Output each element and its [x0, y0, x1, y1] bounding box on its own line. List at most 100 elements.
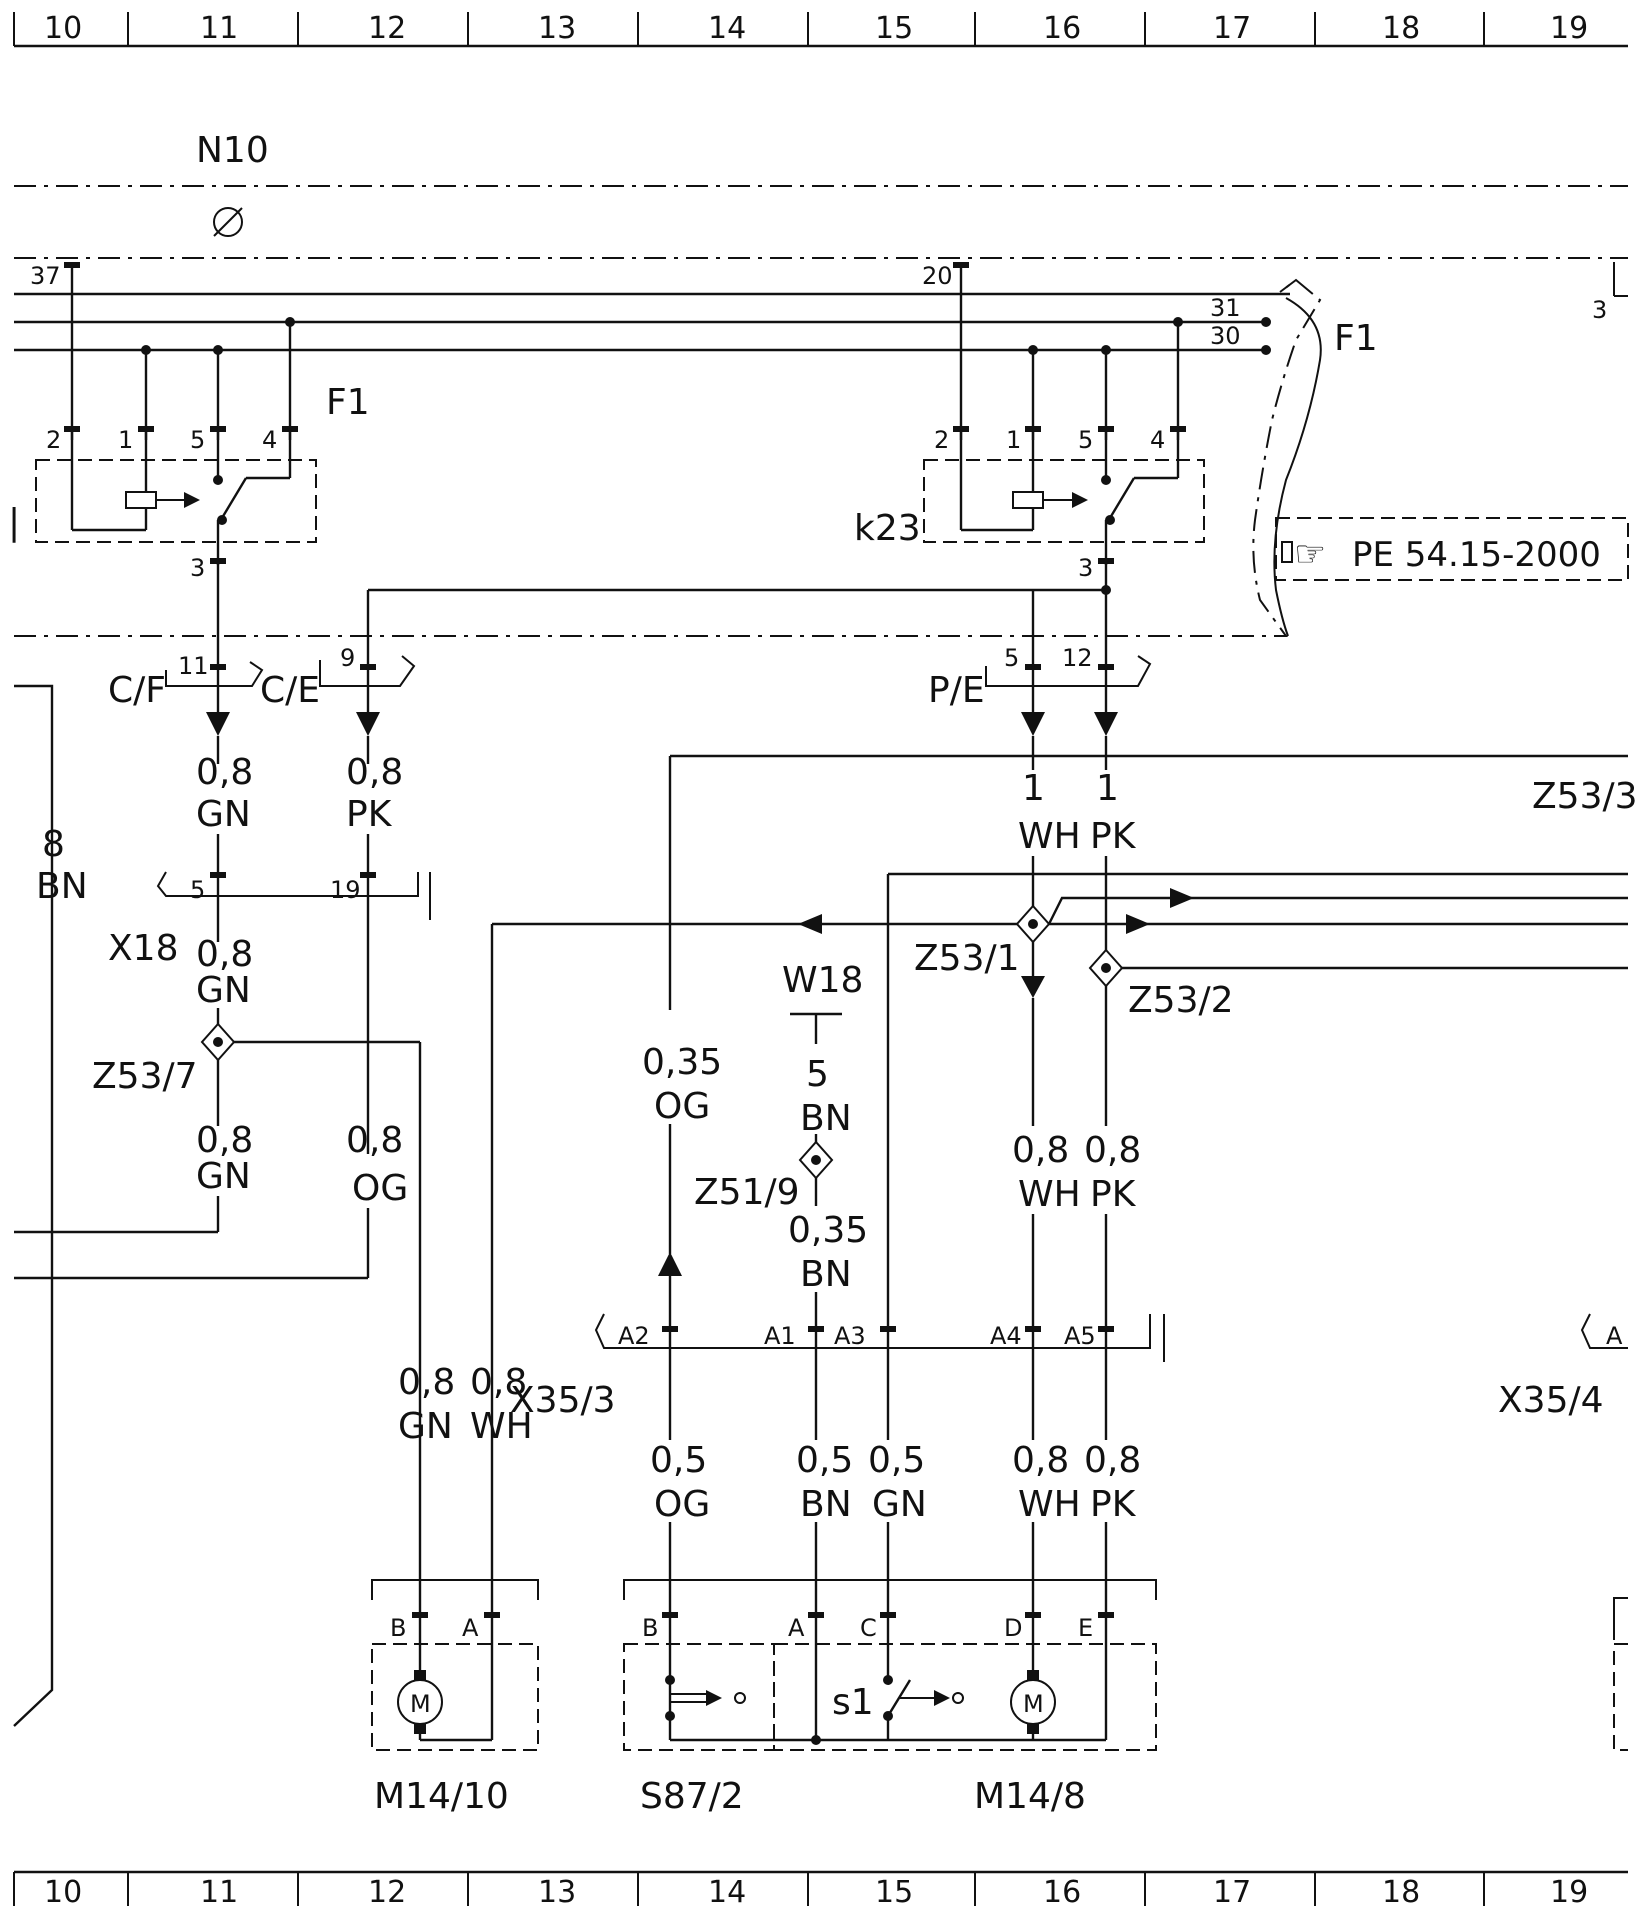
- connector-x35-3: A2 A1 A3 A4 A5 X35/3: [510, 1313, 1165, 1440]
- m14-10-pin-b: B: [390, 1614, 406, 1642]
- ruler-top-10: 10: [44, 11, 82, 46]
- connector-pe: 5 12 P/E: [928, 644, 1152, 736]
- ruler-bottom-19: 19: [1550, 1875, 1588, 1908]
- wire-label-wh-c-color: WH: [1018, 1484, 1081, 1525]
- switch-s1-actuator-icon: [952, 1692, 964, 1704]
- wire-label-wh-c-size: 0,8: [1012, 1440, 1069, 1481]
- bus-30-label: 30: [1210, 322, 1241, 350]
- pin-x35-4-a: A: [1606, 1322, 1623, 1350]
- wire-label-gn-b-size: 0,8: [196, 934, 253, 975]
- top-ruler: 10 11 12 13 14 15 16 17 18 19: [13, 11, 1628, 48]
- ruler-top-13: 13: [538, 11, 576, 46]
- ruler-top-11: 11: [200, 11, 238, 46]
- pin-x18-5: 5: [190, 876, 205, 904]
- wire-label-gn-d-size: 0,8: [398, 1362, 455, 1403]
- m14-10-pin-a: A: [462, 1614, 479, 1642]
- ruler-top-19: 19: [1550, 11, 1588, 46]
- relay-right-pin-1: 1: [1006, 426, 1021, 454]
- wire-label-pk-a-color: PK: [346, 794, 393, 835]
- s1-label: s1: [832, 1682, 874, 1723]
- splice-z53-3-label: Z53/3: [1532, 776, 1638, 817]
- k23-label: k23: [854, 508, 921, 549]
- splice-z53-2: Z53/2: [1088, 948, 1628, 1126]
- splice-z53-1-label: Z53/1: [914, 938, 1020, 979]
- pin-20: 20: [922, 262, 953, 290]
- pin-x35-a3: A3: [834, 1322, 866, 1350]
- m14-10-motor-symbol: M: [410, 1690, 431, 1718]
- pin-3-edge: 3: [1592, 296, 1607, 324]
- pointing-hand-icon: ☞: [1294, 534, 1326, 575]
- wire-label-bn-8-size: 8: [42, 824, 65, 865]
- pin-ce-9: 9: [340, 644, 355, 672]
- connector-cf-ce: 11 C/F 9 C/E: [108, 644, 416, 736]
- ce-label: C/E: [260, 670, 320, 711]
- bus-31-label: 31: [1210, 294, 1241, 322]
- relay-right-pin-4: 4: [1150, 426, 1165, 454]
- relay-right-pin-5: 5: [1078, 426, 1093, 454]
- wire-label-wh-b-size: 0,8: [470, 1362, 527, 1403]
- relay-left-pin-2: 2: [46, 426, 61, 454]
- splice-z53-1: Z53/1: [490, 872, 1628, 1602]
- wire-label-wh-a-size: 0,8: [1012, 1130, 1069, 1171]
- n10-label: N10: [196, 130, 269, 171]
- relay-k23-coil-icon: [1012, 491, 1044, 509]
- wire-label-bn-05-color: BN: [800, 1484, 852, 1525]
- ruler-bottom-15: 15: [875, 1875, 913, 1908]
- relay-coil-icon: [125, 491, 157, 509]
- wire-label-wh-a-color: WH: [1018, 1174, 1081, 1215]
- ruler-bottom-12: 12: [368, 1875, 406, 1908]
- pin-pe-12: 12: [1062, 644, 1093, 672]
- ruler-bottom-16: 16: [1043, 1875, 1081, 1908]
- wire-label-gn-a-size: 0,8: [196, 752, 253, 793]
- m14-8-label: M14/8: [974, 1776, 1086, 1817]
- m14-10-label: M14/10: [374, 1776, 509, 1817]
- relay-left-pin-1: 1: [118, 426, 133, 454]
- pin-x35-a4: A4: [990, 1322, 1022, 1350]
- relay-k23: 2 1 5 4 k23 3: [366, 426, 1205, 650]
- reference-book-icon: [1281, 541, 1293, 563]
- relay-left: 2 1 5 4 3 |: [8, 426, 317, 650]
- n10-unit: N10: [14, 130, 1628, 637]
- ruler-bottom-18: 18: [1382, 1875, 1420, 1908]
- wire-label-bn-05-size: 0,5: [796, 1440, 853, 1481]
- wire-label-og-a-color: OG: [352, 1168, 408, 1209]
- splice-z53-7: Z53/7 0,8 GN 0,8 OG: [14, 1022, 422, 1602]
- wire-label-wh-b-color: WH: [470, 1406, 533, 1447]
- ruler-top-12: 12: [368, 11, 406, 46]
- reference-note[interactable]: ☞ PE 54.15-2000: [1275, 517, 1629, 581]
- wire-label-gn-b-color: GN: [196, 970, 251, 1011]
- ground-w18: W18 5 BN Z51/9 0,35 BN: [694, 960, 868, 1326]
- ground-symbol-icon: [213, 207, 243, 237]
- x35-4-label: X35/4: [1498, 1380, 1604, 1421]
- pin-x18-19: 19: [330, 876, 361, 904]
- m14-8-pin-d: D: [1004, 1614, 1022, 1642]
- cf-label: C/F: [108, 670, 166, 711]
- wire-label-gn-c-color: GN: [196, 1156, 251, 1197]
- relay-right-pin-2: 2: [934, 426, 949, 454]
- wire-label-pk-b-color: PK: [1090, 1174, 1137, 1215]
- pin-x35-a1: A1: [764, 1322, 796, 1350]
- pin-cf-11: 11: [178, 652, 209, 680]
- wire-label-bn-8-color: BN: [36, 866, 88, 907]
- wire-label-gn-c-size: 0,8: [196, 1120, 253, 1161]
- bottom-ruler: 10 11 12 13 14 15 16 17 18 19: [13, 1870, 1628, 1908]
- relay-left-pin-4: 4: [262, 426, 277, 454]
- wire-label-bn-5-color: BN: [800, 1098, 852, 1139]
- s87-pin-b: B: [642, 1614, 658, 1642]
- wire-label-pk-c-size: 0,8: [1084, 1440, 1141, 1481]
- relay-left-pin-5: 5: [190, 426, 205, 454]
- w18-label: W18: [782, 960, 863, 1001]
- wire-label-gn-05-color: GN: [872, 1484, 927, 1525]
- wire-label-bn-035-color: BN: [800, 1254, 852, 1295]
- x35-3-label: X35/3: [510, 1380, 616, 1421]
- ruler-bottom-14: 14: [708, 1875, 746, 1908]
- relay-left-tag: |: [8, 502, 20, 543]
- wire-label-pk-c-color: PK: [1090, 1484, 1137, 1525]
- wire-label-og-a-size: 0,8: [346, 1120, 403, 1161]
- splice-z51-9-label: Z51/9: [694, 1172, 800, 1213]
- pin-37: 37: [30, 262, 61, 290]
- reference-note-text[interactable]: PE 54.15-2000: [1352, 535, 1601, 575]
- m14-8-motor-symbol: M: [1023, 1690, 1044, 1718]
- connector-x35-4: A X35/4: [1498, 1313, 1628, 1751]
